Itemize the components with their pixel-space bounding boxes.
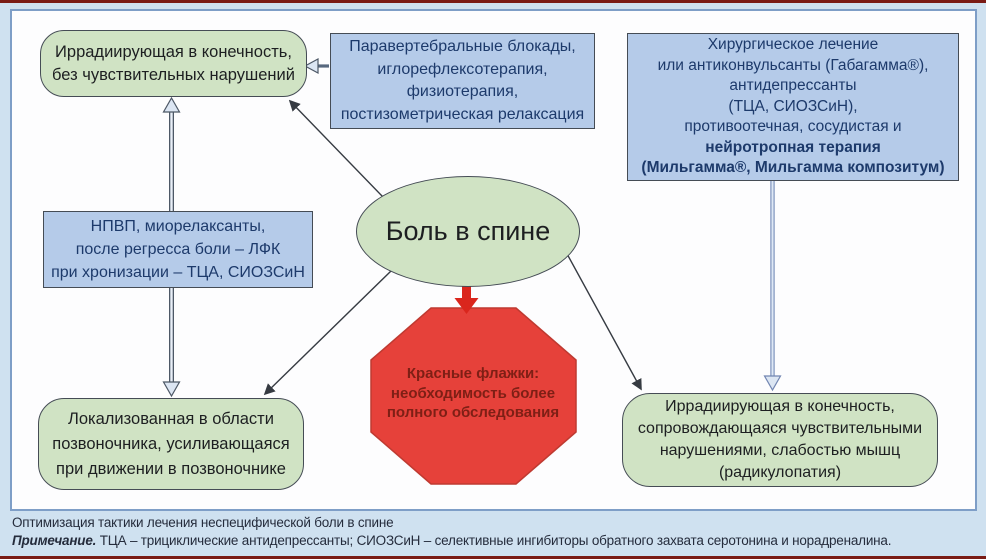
arrow-ellipse-to-red-flags (454, 283, 479, 314)
node-back-pain-ellipse: Боль в спине (356, 176, 580, 287)
node-radiculopathy: Иррадиирующая в конечность, сопровождающ… (622, 393, 938, 487)
red-flags-label: Красные флажки: необходимость более полн… (386, 365, 560, 421)
arrow-nsaid-to-bottom-left-node (162, 288, 181, 398)
top-border-line (0, 0, 986, 3)
node-surgical-neurotropic-therapy: Хирургическое лечение или антиконвульсан… (627, 33, 959, 181)
node-localized-spine-pain: Локализованная в области позвоночника, у… (38, 398, 304, 490)
bottom-border-line (0, 556, 986, 559)
node-localized-spine-pain-text: Локализованная в области позвоночника, у… (52, 409, 290, 478)
arrow-surgical-to-radiculopathy-node (763, 181, 782, 392)
node-radiating-no-sensory-deficit-text: Иррадиирующая в конечность, без чувствит… (52, 42, 295, 84)
node-radiating-no-sensory-deficit: Иррадиирующая в конечность, без чувствит… (40, 30, 307, 97)
node-nsaid-therapy-text: НПВП, миорелаксанты, после регресса боли… (51, 218, 305, 281)
node-surgical-therapy-text: Хирургическое лечение или антиконвульсан… (657, 36, 929, 136)
arrow-blockade-to-top-left-node (303, 57, 329, 75)
red-flags-octagon (370, 307, 577, 485)
node-nsaid-myorelaxant-therapy: НПВП, миорелаксанты, после регресса боли… (43, 211, 313, 288)
node-blockade-physiotherapy: Паравертебральные блокады, иглорефлексот… (330, 33, 595, 129)
figure-note: Примечание. ТЦА – трициклические антидеп… (12, 532, 978, 550)
arrow-nsaid-to-top-left-node (162, 96, 181, 211)
figure-note-text: ТЦА – трициклические антидепрессанты; СИ… (96, 532, 892, 548)
figure-title: Оптимизация тактики лечения неспецифичес… (12, 515, 394, 530)
arrow-ellipse-to-top-left-node (288, 99, 384, 198)
node-neurotropic-therapy-bold-text: нейротропная терапия (Мильгамма®, Мильга… (641, 138, 945, 177)
figure-caption: Оптимизация тактики лечения неспецифичес… (12, 514, 978, 549)
node-blockade-physiotherapy-text: Паравертебральные блокады, иглорефлексот… (340, 38, 585, 123)
figure-note-label: Примечание. (12, 532, 97, 548)
arrow-ellipse-to-bottom-left-node (263, 270, 392, 396)
node-radiculopathy-text: Иррадиирующая в конечность, сопровождающ… (637, 398, 923, 481)
node-back-pain-label: Боль в спине (385, 216, 551, 246)
arrow-ellipse-to-bottom-right-node (565, 251, 642, 391)
